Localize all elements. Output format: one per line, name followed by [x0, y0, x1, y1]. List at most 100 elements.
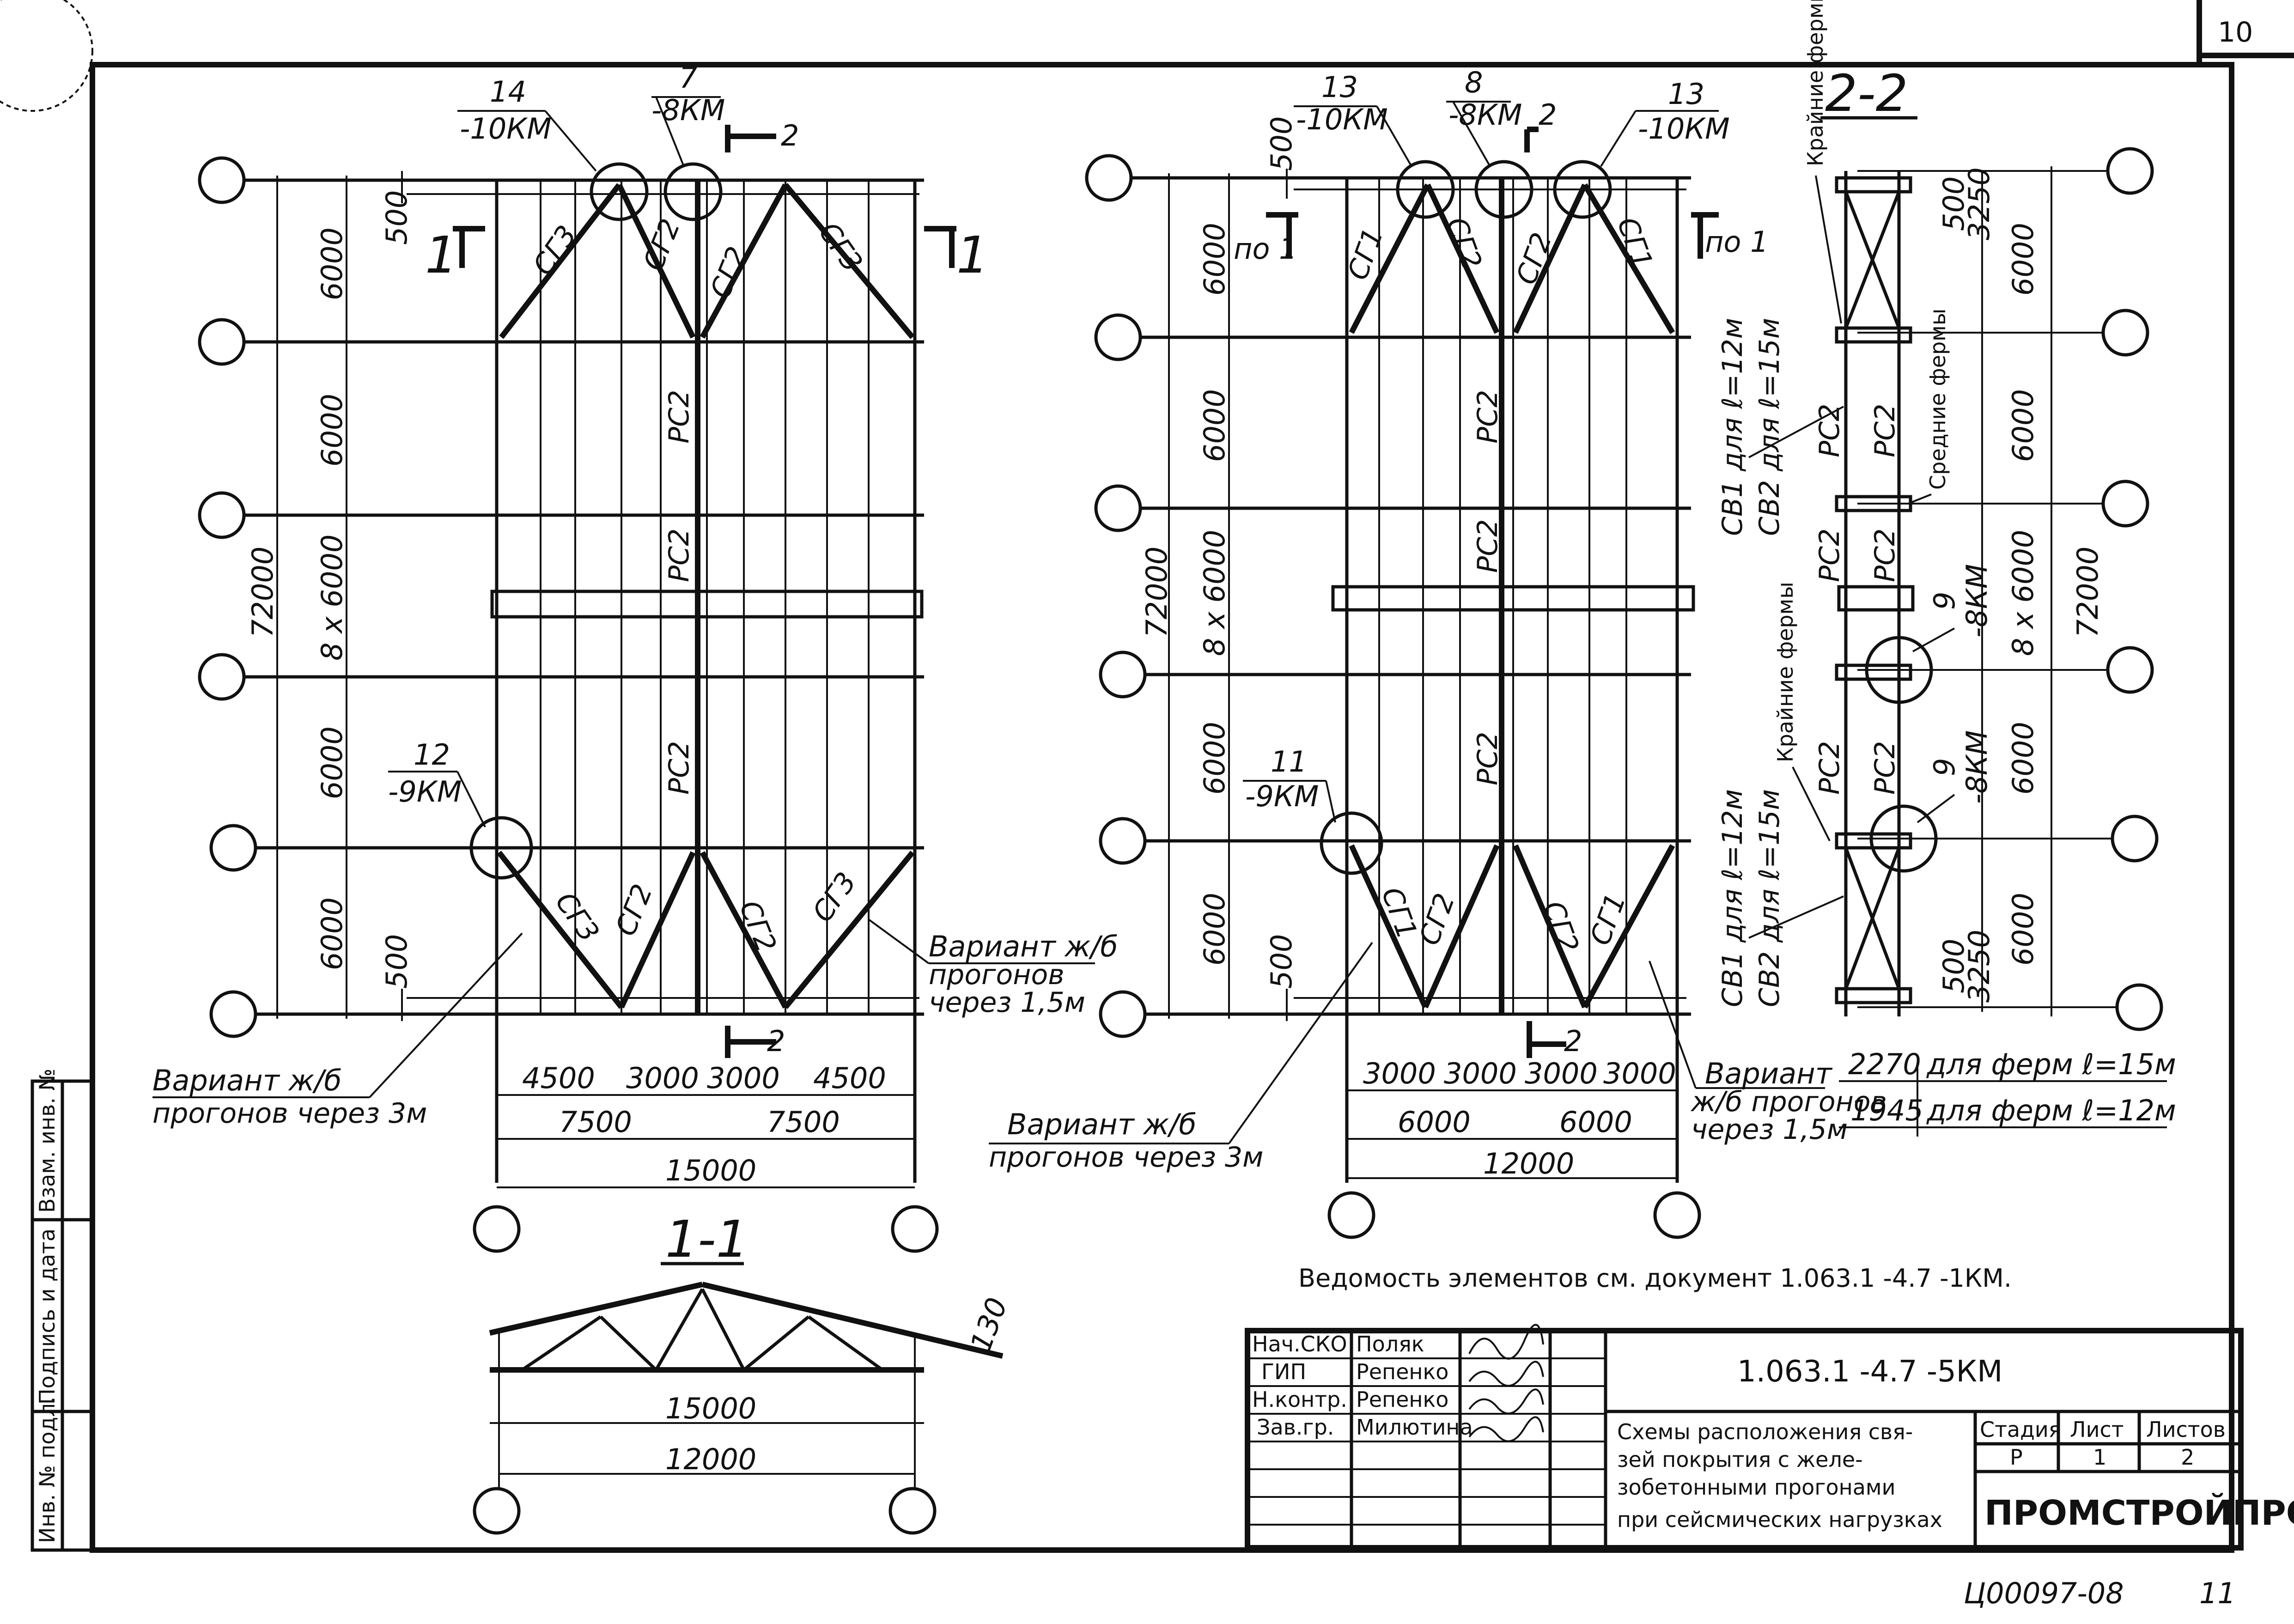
span-half: 7500	[559, 1105, 632, 1139]
node-mark: -8КМ	[1960, 564, 1994, 638]
cb-label: СВ1 для ℓ=12м	[1716, 789, 1749, 1007]
side-stamp-inv: Инв. № подл.	[35, 1397, 60, 1543]
node-mark: -8КМ	[1448, 98, 1522, 132]
signature-scribble	[1468, 1361, 1544, 1387]
span-half: 6000	[1398, 1105, 1471, 1139]
right-plan: СГ1 СГ2 СГ2 СГ1 РС2 РС2 РС2 СГ1 СГ2 СГ2 …	[989, 66, 1887, 1239]
variant-label: через 1,5м	[1691, 1113, 1848, 1146]
node-number: 9	[1928, 592, 1961, 610]
side-stamp-signature: Подпись и дата	[35, 1229, 60, 1405]
span-half: 6000	[1559, 1105, 1632, 1139]
axis-bubble	[1099, 817, 1147, 865]
truss-label-middle: Средние фермы	[1925, 309, 1950, 490]
row-dim: 6000	[1198, 722, 1231, 795]
section-title: 1-1	[665, 1210, 748, 1269]
slope: 130	[963, 1293, 1014, 1356]
axis-bubble	[198, 653, 246, 701]
signature-role: Зав.гр.	[1257, 1415, 1334, 1440]
node-number: 7	[679, 61, 697, 95]
legend-value: 2270	[1848, 1047, 1921, 1081]
row-dim: 6000	[1198, 893, 1231, 966]
strut-label: РС2	[1869, 741, 1901, 795]
row-dim: 6000	[1198, 223, 1231, 296]
strut-label: РС2	[1813, 404, 1846, 457]
strut-label: РС2	[1813, 741, 1846, 795]
dim-500: 500	[380, 190, 414, 245]
axis-bubble	[1094, 313, 1142, 361]
sheet-value: 1	[2093, 1445, 2106, 1470]
section-2-2: 2-2 Крайние фермы Средние фермы	[1716, 0, 2176, 1137]
brace-label: СГ1	[1611, 213, 1659, 274]
axis-bubble	[1099, 990, 1147, 1038]
axis-bubble	[2111, 815, 2159, 863]
row-dim: 6000	[315, 897, 349, 970]
brace-label: СГ2	[733, 896, 782, 956]
cb-label: СВ2 для ℓ=15м	[1753, 318, 1786, 536]
stage-label: Стадия	[1980, 1417, 2061, 1442]
total-length: 72000	[1140, 547, 1174, 638]
axis-bubble	[1327, 1191, 1375, 1239]
mid-length: 8 x 6000	[1198, 530, 1231, 656]
node-mark: -8КМ	[1960, 730, 1994, 804]
span-quarter: 3000	[1363, 1057, 1436, 1090]
footer-page: 11	[2199, 1576, 2236, 1610]
variant-label: Вариант ж/б	[1007, 1107, 1197, 1141]
strut-label: РС2	[663, 529, 695, 582]
cb-label: СВ1 для ℓ=12м	[1716, 318, 1749, 536]
span-half: 7500	[767, 1105, 840, 1139]
node-number: 14	[490, 75, 526, 109]
stage-value: Р	[2010, 1445, 2023, 1470]
sheets-label: Листов	[2146, 1417, 2226, 1442]
signature-scribble	[1468, 1388, 1544, 1415]
legend-text: для ферм ℓ=15м	[1926, 1047, 2176, 1081]
dim-3250: 3250	[1962, 930, 1996, 1003]
brace-label: СГ2	[637, 214, 687, 275]
truss-label-outer: Крайние фермы	[1803, 0, 1828, 166]
document-code: 1.063.1 -4.7 -5КМ	[1737, 1355, 2002, 1389]
span-quarter: 3000	[707, 1061, 780, 1095]
axis-bubble	[2101, 309, 2149, 357]
section-marker: 2	[1564, 1024, 1582, 1058]
axis-bubble	[888, 1487, 937, 1535]
node-mark: -10КМ	[1296, 103, 1388, 136]
variant-label: Вариант ж/б	[929, 930, 1118, 963]
brace-label: СГ2	[1537, 897, 1585, 957]
dim-500: 500	[1265, 934, 1298, 989]
strut-label: РС2	[1472, 390, 1504, 444]
axis-bubble	[198, 156, 246, 204]
title-line: зей покрытия с желе-	[1617, 1447, 1863, 1472]
brace-label: СГ3	[806, 866, 863, 928]
axis-bubble	[209, 824, 257, 872]
dim-3250: 3250	[1962, 167, 1996, 240]
node-number: 8	[1465, 66, 1483, 99]
cb-label: СВ2 для ℓ=15м	[1753, 789, 1786, 1007]
variant-label: прогонов через 3м	[152, 1097, 427, 1130]
axis-bubble	[1653, 1191, 1701, 1239]
axis-bubble	[1085, 154, 1133, 202]
brace-label: СГ2	[1440, 213, 1488, 274]
section-marker: 2	[767, 1024, 785, 1058]
node-number: 9	[1928, 758, 1961, 776]
axis-bubble	[473, 1205, 521, 1253]
section-marker: по 1	[1705, 225, 1769, 259]
axis-bubble	[2106, 147, 2154, 195]
node-number: 13	[1668, 77, 1704, 111]
signature-role: Нач.СКО	[1252, 1332, 1347, 1356]
truss-label-outer: Крайние фермы	[1773, 582, 1798, 762]
section-marker: 2	[781, 119, 799, 152]
signature-name: Репенко	[1356, 1359, 1448, 1384]
variant-label: прогонов через 3м	[989, 1141, 1263, 1174]
side-stamp-replace: Взам. инв. №	[35, 1069, 60, 1213]
row-dim: 6000	[315, 227, 349, 300]
variant-label: Вариант ж/б	[152, 1064, 342, 1097]
row-dim: 6000	[315, 394, 349, 467]
axis-bubble	[198, 491, 246, 539]
title-line: при сейсмических нагрузках	[1617, 1507, 1942, 1532]
row-dim: 6000	[2006, 722, 2040, 795]
title-line: зобетонными прогонами	[1617, 1475, 1896, 1500]
section-marker: по 1	[1234, 232, 1297, 266]
span-quarter: 3000	[1444, 1057, 1517, 1090]
strut-label: РС2	[1472, 732, 1504, 785]
signature-scribble	[1468, 1324, 1544, 1360]
